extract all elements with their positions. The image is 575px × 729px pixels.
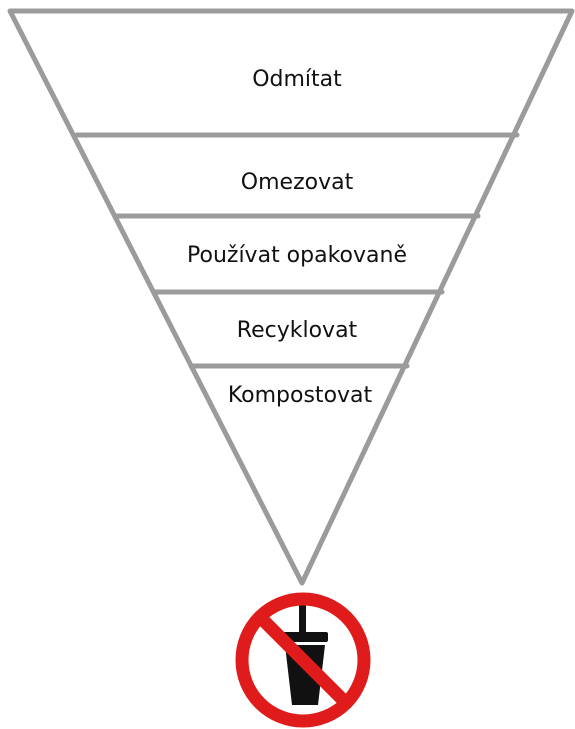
prohibition-ring: [235, 592, 371, 728]
straw-shape: [299, 598, 306, 634]
tier-label-recycle: Recyklovat: [237, 318, 358, 343]
funnel-outline: [7, 8, 575, 586]
tier-label-refuse: Odmítat: [252, 67, 342, 92]
tier-label-reduce: Omezovat: [241, 170, 354, 195]
no-plastic-cup-icon: [235, 592, 371, 728]
prohibition-slash: [255, 612, 351, 708]
tier-label-reuse: Používat opakovaně: [187, 243, 407, 268]
cup-lid-shape: [282, 632, 328, 642]
tier-label-compost: Kompostovat: [228, 383, 373, 408]
